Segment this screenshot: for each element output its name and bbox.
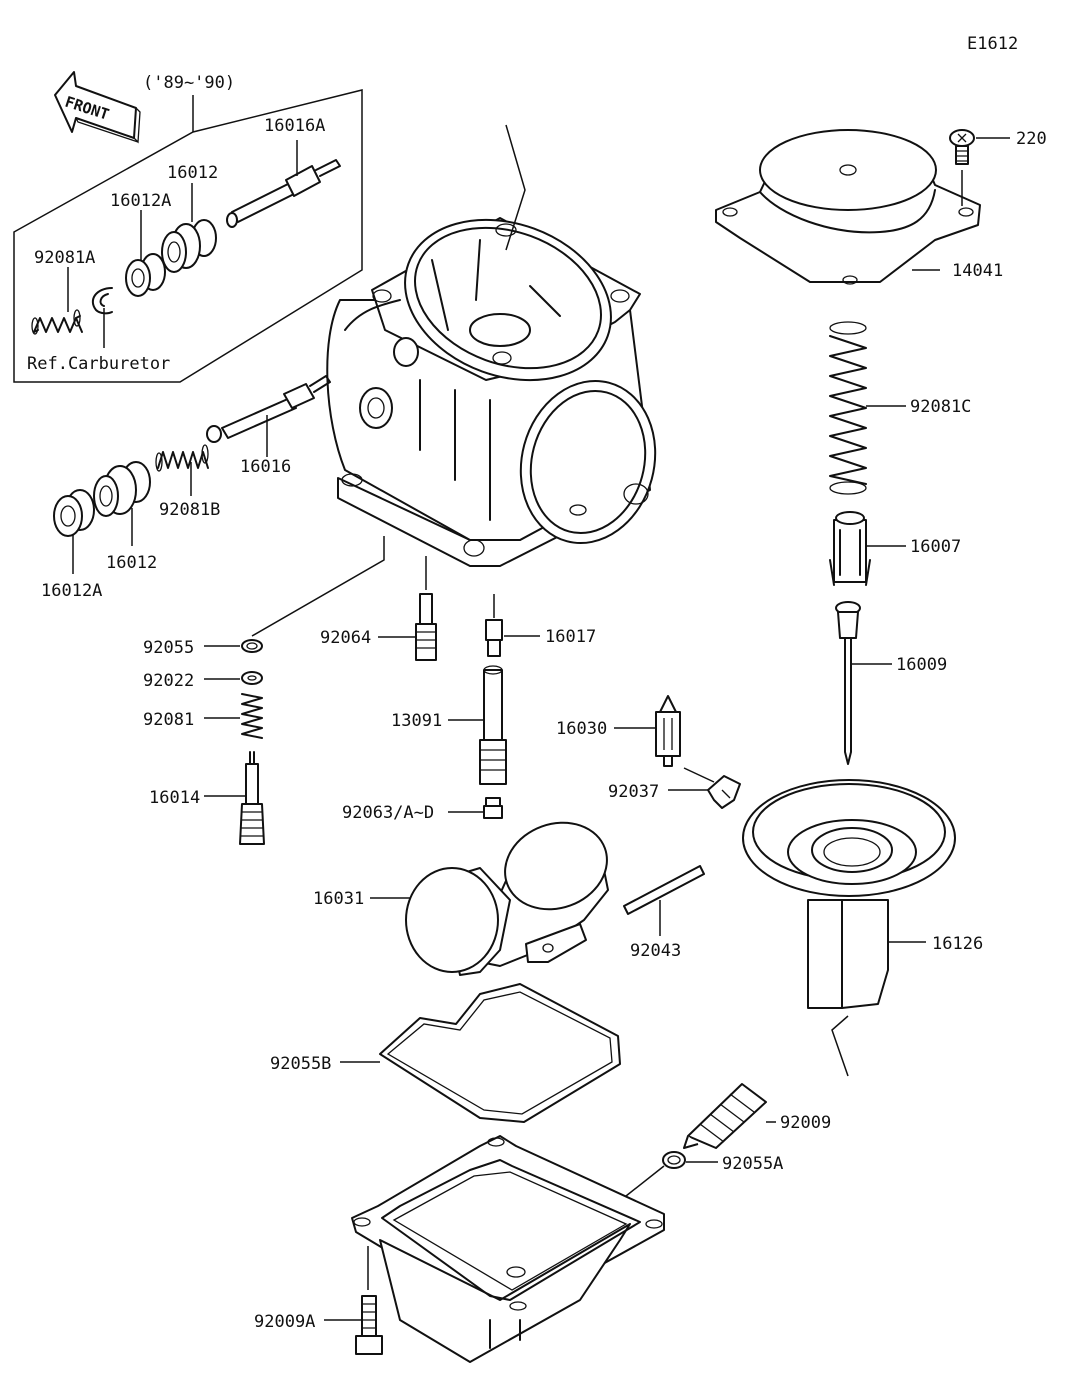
callout-92022: 92022 (143, 671, 194, 691)
main-jet-92063 (483, 797, 503, 819)
spring-92081 (241, 693, 263, 739)
inset-clip-icon (91, 287, 113, 315)
callout-92081A: 92081A (34, 248, 95, 268)
float-valve-16030 (655, 695, 681, 767)
inset-spring-92081A (31, 309, 83, 335)
callout-92055: 92055 (143, 638, 194, 658)
callout-16016A: 16016A (264, 116, 325, 136)
clip-92037-icon (707, 775, 741, 809)
inset-plug-16012 (161, 219, 217, 273)
pin-92043 (623, 865, 705, 915)
screw-92009A (355, 1295, 383, 1355)
callout-92081C: 92081C (910, 397, 971, 417)
front-arrow-icon: FRONT (54, 71, 141, 144)
callout-220: 220 (1016, 129, 1047, 149)
callout-92063: 92063/A~D (342, 803, 434, 823)
spring-92081B (155, 444, 209, 472)
screw-92064 (415, 593, 437, 661)
mixture-screw-16014 (239, 751, 265, 845)
jet-needle-16009 (835, 601, 861, 765)
float-bowl (351, 1135, 665, 1363)
inset-years: ('89~'90) (143, 73, 235, 93)
inset-pilot-screw-16016A (226, 159, 341, 228)
screw-220-icon (949, 129, 975, 165)
callout-92081B: 92081B (159, 500, 220, 520)
callout-92081: 92081 (143, 710, 194, 730)
callout-16014: 16014 (149, 788, 200, 808)
callout-13091: 13091 (391, 711, 442, 731)
jet-16017 (485, 619, 503, 657)
callout-16126: 16126 (932, 934, 983, 954)
top-cover-14041 (715, 129, 981, 285)
needle-holder-16007 (829, 511, 871, 586)
callout-16012A-inset: 16012A (110, 191, 171, 211)
carburetor-body (326, 217, 657, 567)
needle-jet-13091 (479, 665, 507, 785)
pilot-screw-16016 (206, 375, 331, 443)
piston-diaphragm-16126 (742, 779, 956, 1009)
callout-14041: 14041 (952, 261, 1003, 281)
gasket-92055B (379, 983, 621, 1123)
diagram-code: E1612 (967, 34, 1018, 54)
callout-92043: 92043 (630, 941, 681, 961)
callout-92064: 92064 (320, 628, 371, 648)
callout-16012: 16012 (106, 553, 157, 573)
spring-92081C (829, 321, 867, 495)
o-ring-92055A (662, 1151, 686, 1169)
drain-screw-92009 (683, 1083, 767, 1149)
callout-16016: 16016 (240, 457, 291, 477)
plug-16012 (93, 461, 151, 517)
washer-92022 (241, 671, 263, 685)
callout-16007: 16007 (910, 537, 961, 557)
o-ring-92055 (241, 639, 263, 653)
ref-carburetor-note: Ref.Carburetor (27, 354, 170, 374)
callout-16031: 16031 (313, 889, 364, 909)
callout-16012A: 16012A (41, 581, 102, 601)
callout-92037: 92037 (608, 782, 659, 802)
callout-16017: 16017 (545, 627, 596, 647)
callout-16009: 16009 (896, 655, 947, 675)
callout-92009: 92009 (780, 1113, 831, 1133)
callout-92055B: 92055B (270, 1054, 331, 1074)
inset-box: ('89~'90) Ref.Carburetor (13, 73, 363, 383)
washer-16012A (53, 489, 95, 537)
callout-92055A: 92055A (722, 1154, 783, 1174)
inset-washer-16012A (125, 253, 166, 297)
callout-16012-inset: 16012 (167, 163, 218, 183)
callout-16030: 16030 (556, 719, 607, 739)
float-16031 (405, 821, 609, 976)
callout-92009A: 92009A (254, 1312, 315, 1332)
